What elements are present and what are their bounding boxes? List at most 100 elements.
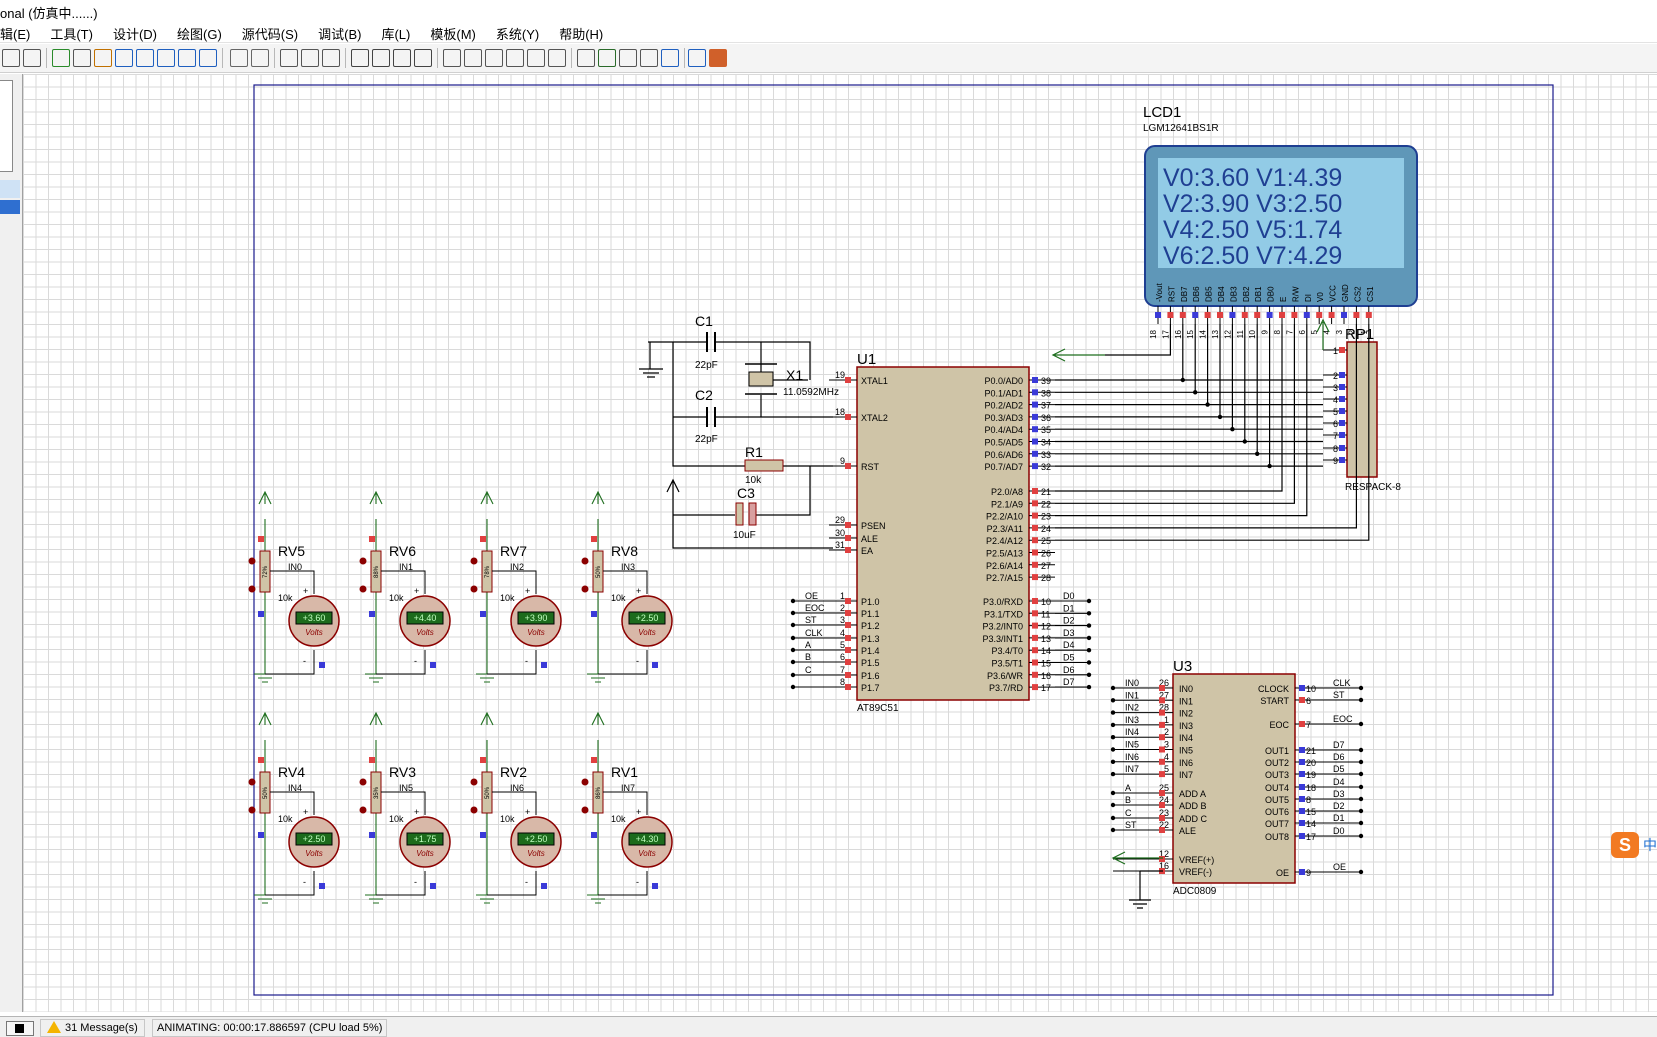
block-rotate-icon[interactable]	[393, 49, 411, 67]
menu-library[interactable]: 库(L)	[381, 27, 411, 42]
r1-value: 10k	[745, 475, 762, 486]
adc-ref: U3	[1173, 658, 1192, 675]
selected-device[interactable]	[0, 200, 20, 214]
adc-0809[interactable]: U3 ADC0809 26IN0IN027IN1IN128IN2IN21IN3I…	[1110, 658, 1364, 897]
ares-icon[interactable]	[688, 49, 706, 67]
schematic-canvas[interactable]: LCD1 LGM12641BS1R V0:3.60 V1:4.39 V2:3.9…	[23, 74, 1657, 1012]
message-count[interactable]: 31 Message(s)	[40, 1019, 145, 1037]
origin-icon[interactable]	[94, 49, 112, 67]
page-icon[interactable]	[23, 49, 41, 67]
block-copy-icon[interactable]	[351, 49, 369, 67]
toolbar	[0, 44, 1657, 73]
pot-percentage: 78%	[485, 565, 491, 578]
mcu-pin-name: XTAL1	[861, 376, 888, 386]
meter-unit: Volts	[416, 849, 434, 858]
menu-graph[interactable]: 绘图(G)	[177, 27, 222, 42]
mcu-pin-number: 21	[1041, 487, 1051, 497]
pin-marker	[845, 659, 851, 665]
refresh-icon[interactable]	[52, 49, 70, 67]
ime-logo[interactable]: S	[1611, 832, 1639, 858]
mcu-at89c51[interactable]: U1 AT89C51 19XTAL118XTAL29RST29PSEN30ALE…	[829, 351, 1055, 714]
schematic[interactable]: LCD1 LGM12641BS1R V0:3.60 V1:4.39 V2:3.9…	[23, 74, 1657, 1012]
lcd-pin-number: 5	[1310, 329, 1319, 334]
mcu-pin-number: 27	[1041, 561, 1051, 571]
mcu-pin-number: 33	[1041, 450, 1051, 460]
ime-mode[interactable]: 中	[1643, 837, 1657, 853]
pin-marker	[1204, 312, 1211, 318]
mcu-pin-number: 22	[1041, 499, 1051, 509]
menu-help[interactable]: 帮助(H)	[559, 27, 604, 42]
lcd-module[interactable]: LCD1 LGM12641BS1R V0:3.60 V1:4.39 V2:3.9…	[1143, 104, 1418, 339]
net-label: D7	[1063, 677, 1075, 687]
adc-pin-name: IN7	[1179, 770, 1193, 780]
mcu-pin-number: 3	[840, 615, 845, 625]
cut-icon[interactable]	[280, 49, 298, 67]
pan-icon[interactable]	[115, 49, 133, 67]
overview-window[interactable]	[0, 80, 13, 172]
device-selector[interactable]	[0, 180, 20, 198]
bom-icon[interactable]	[619, 49, 637, 67]
zoom-out-icon[interactable]	[157, 49, 175, 67]
svg-text:+: +	[636, 807, 641, 817]
net-label: D0	[1063, 591, 1075, 601]
lcd-line-2: V2:3.90 V3:2.50	[1163, 190, 1342, 218]
pin-marker	[1159, 771, 1165, 778]
rp-power-arrow	[1316, 318, 1330, 350]
menu-tools[interactable]: 工具(T)	[50, 27, 93, 42]
search-icon[interactable]	[548, 49, 566, 67]
pin-marker	[258, 757, 264, 763]
oscillator-circuit[interactable]: C1 22pF C2 22pF X1 11.0592MHz R1 10k C3 …	[639, 313, 839, 549]
zoom-all-icon[interactable]	[178, 49, 196, 67]
package-icon[interactable]	[485, 49, 503, 67]
pin-marker	[1365, 312, 1372, 318]
netlist-compile-icon[interactable]	[661, 49, 679, 67]
mcu-pin-name: EA	[861, 546, 873, 556]
menu-system[interactable]: 系统(Y)	[495, 27, 540, 42]
paste-icon[interactable]	[322, 49, 340, 67]
copy-icon[interactable]	[301, 49, 319, 67]
menu-template[interactable]: 模板(M)	[430, 27, 476, 42]
lcd-pin-number: 8	[1273, 329, 1282, 334]
mcu-pin-name: P0.4/AD4	[984, 425, 1023, 435]
property-assign-icon[interactable]	[577, 49, 595, 67]
block-delete-icon[interactable]	[414, 49, 432, 67]
decompose-icon[interactable]	[506, 49, 524, 67]
erc-icon[interactable]	[640, 49, 658, 67]
netlist-icon[interactable]	[598, 49, 616, 67]
undo-icon[interactable]	[230, 49, 248, 67]
oscillator-wires	[639, 341, 833, 549]
mcu-pin-name: P3.6/WR	[987, 671, 1024, 681]
menu-debug[interactable]: 调试(B)	[318, 27, 362, 42]
mcu-pin-number: 9	[840, 456, 845, 466]
menu-edit[interactable]: 辑(E)	[0, 27, 31, 42]
wire-autoroute-icon[interactable]	[527, 49, 545, 67]
pin-marker	[845, 522, 851, 528]
block-move-icon[interactable]	[372, 49, 390, 67]
ares-logo-icon[interactable]	[709, 49, 727, 67]
zoom-area-icon[interactable]	[199, 49, 217, 67]
pin-marker	[1032, 610, 1038, 617]
print-icon[interactable]	[2, 49, 20, 67]
meter-unit: Volts	[305, 849, 323, 858]
pick-device-icon[interactable]	[443, 49, 461, 67]
mcu-pin-name: P1.7	[861, 683, 880, 693]
redo-icon[interactable]	[251, 49, 269, 67]
zoom-in-icon[interactable]	[136, 49, 154, 67]
grid-icon[interactable]	[73, 49, 91, 67]
c3-value: 10uF	[733, 530, 756, 541]
pin-marker	[480, 611, 486, 617]
menu-design[interactable]: 设计(D)	[112, 27, 157, 42]
stop-button[interactable]	[6, 1021, 34, 1036]
make-device-icon[interactable]	[464, 49, 482, 67]
menu-source[interactable]: 源代码(S)	[241, 27, 299, 42]
sheet-border	[253, 84, 1554, 996]
